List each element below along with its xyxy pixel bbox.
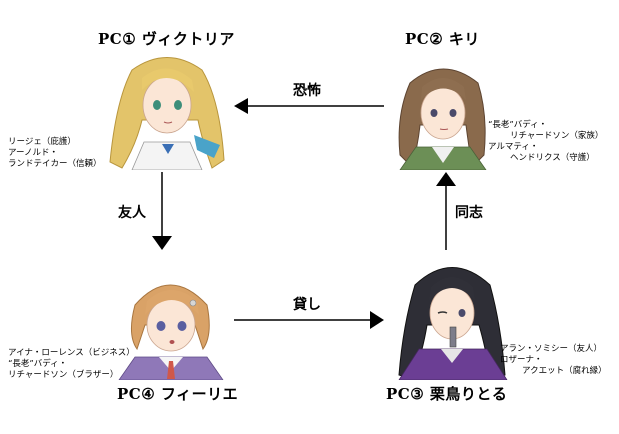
label-pc2-to-pc1: 恐怖 [293,83,321,99]
pc4-portrait [118,284,224,380]
pc4-title: PC④ フィーリエ [117,385,239,403]
pc2-note: アルマティ・ [488,142,539,152]
pc2-title: PC② キリ [405,30,480,48]
pc1-notes: リージェ（庇護） アーノルド・ ランドテイカー（信頼） [8,137,102,170]
arrowhead-pc3-to-pc2 [436,172,456,186]
pc4-note: “長老”バディ・ [8,359,68,369]
pc1-note: ランドテイカー（信頼） [8,159,102,169]
pc4-note: アイナ・ローレンス（ビジネス） [8,348,135,358]
pc2-note: “長老”バディ・ [488,120,548,130]
pc4-note: リチャードソン（ブラザー） [8,370,119,380]
pc2-note: リチャードソン（家族） [510,131,604,141]
pc1-note: アーノルド・ [8,148,58,158]
arrowhead-pc2-to-pc1 [234,98,248,114]
label-pc4-to-pc3: 貸し [293,297,321,313]
pc3-note: アクエット（腐れ縁） [522,366,607,376]
pc2-notes: “長老”バディ・ リチャードソン（家族） アルマティ・ ヘンドリクス（守護） [488,120,603,164]
label-pc3-to-pc2: 同志 [455,205,483,221]
pc2-note: ヘンドリクス（守護） [510,153,595,163]
pc3-notes: アラン・ソミシー（友人） ロザーナ・ アクエット（腐れ縁） [500,344,607,377]
pc3-note: アラン・ソミシー（友人） [500,344,603,354]
pc1-note: リージェ（庇護） [8,137,76,147]
pc4-notes: アイナ・ローレンス（ビジネス） “長老”バディ・ リチャードソン（ブラザー） [8,348,135,381]
pc3-note: ロザーナ・ [500,355,543,365]
pc3-portrait [398,267,508,380]
arrowhead-pc4-to-pc3 [370,311,384,329]
arrowhead-pc1-to-pc4 [152,236,172,250]
pc2-portrait [398,68,487,170]
pc1-portrait [109,57,225,170]
label-pc1-to-pc4: 友人 [118,205,146,221]
pc1-title: PC① ヴィクトリア [98,30,235,48]
pc3-title: PC③ 栗鳥りとる [386,385,508,403]
